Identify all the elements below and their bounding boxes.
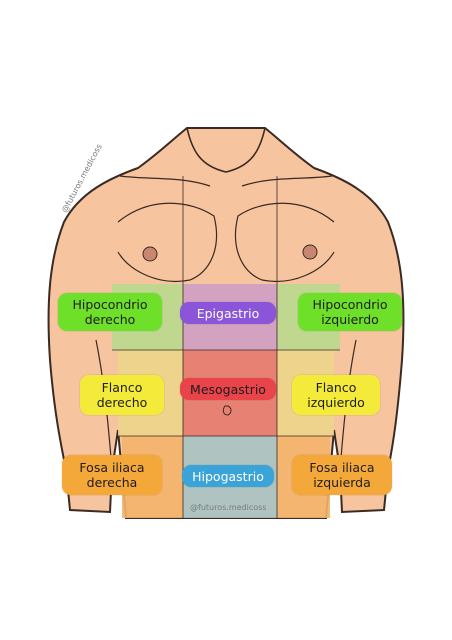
label-line: Epigastrio [196, 305, 260, 321]
label-hipogastrio: Hipogastrio [182, 465, 274, 487]
label-line: Hipogastrio [192, 468, 264, 484]
pectoral-left [234, 202, 335, 282]
nipple-right [142, 246, 158, 262]
collarbone-left [241, 175, 333, 187]
label-line: Fosa iliaca [79, 460, 145, 475]
neck [186, 127, 266, 173]
region-grid [112, 176, 340, 518]
collarbone-right [119, 175, 211, 187]
label-line: izquierdo [321, 312, 379, 327]
pectoral-right [117, 202, 218, 282]
label-epigastrio: Epigastrio [180, 302, 276, 324]
label-line: derecho [96, 395, 148, 410]
label-line: Hipocondrio [312, 297, 388, 312]
navel [222, 405, 232, 416]
nipple-left [302, 244, 318, 260]
label-line: Hipocondrio [72, 297, 148, 312]
label-line: izquierdo [307, 395, 365, 410]
label-line: izquierda [313, 475, 371, 490]
label-line: Fosa iliaca [309, 460, 375, 475]
label-line: derecha [86, 475, 138, 490]
label-line: derecho [84, 312, 136, 327]
bottom-watermark: @futuros.medicoss [190, 503, 267, 512]
label-line: Mesogastrio [190, 381, 266, 397]
label-line: Flanco [315, 380, 357, 395]
label-mesogastrio: Mesogastrio [180, 378, 276, 400]
label-line: Flanco [101, 380, 143, 395]
